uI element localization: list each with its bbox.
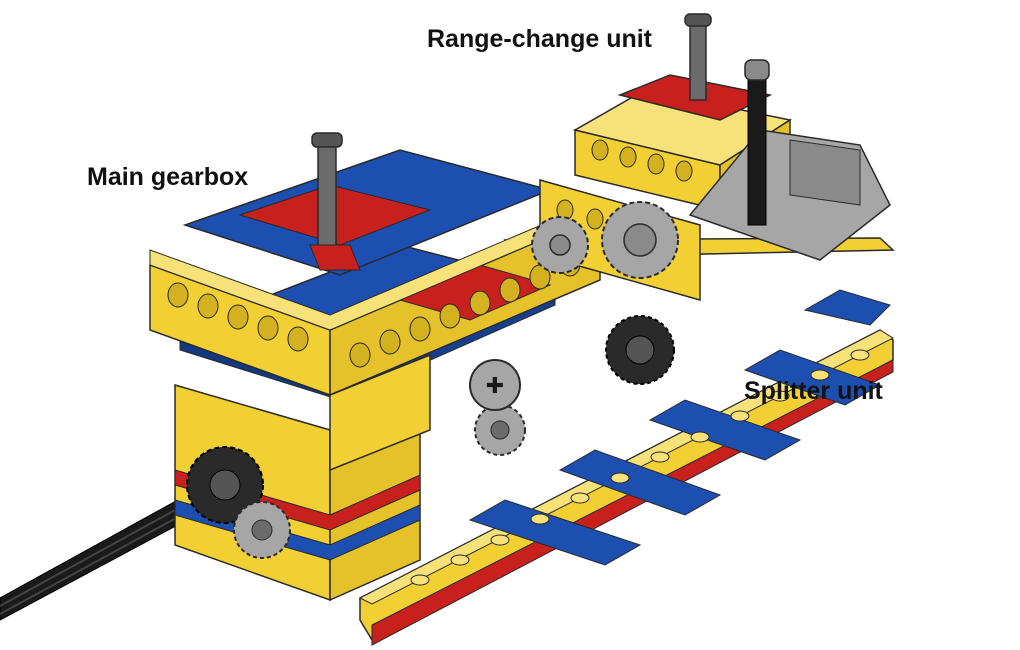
range-lever-icon [684, 13, 712, 101]
chassis-cross-members [468, 289, 891, 566]
range-change-unit-label: Range-change unit [427, 25, 653, 53]
main-gearbox-label: Main gearbox [87, 163, 249, 191]
splitter-axle-icon [744, 59, 770, 226]
svg-text:✚: ✚ [486, 374, 504, 399]
gear-icon: ✚ [186, 201, 679, 559]
splitter-unit-label: Splitter unit [744, 377, 883, 405]
shift-lever-icon [309, 132, 361, 271]
range-change-block [539, 74, 891, 301]
